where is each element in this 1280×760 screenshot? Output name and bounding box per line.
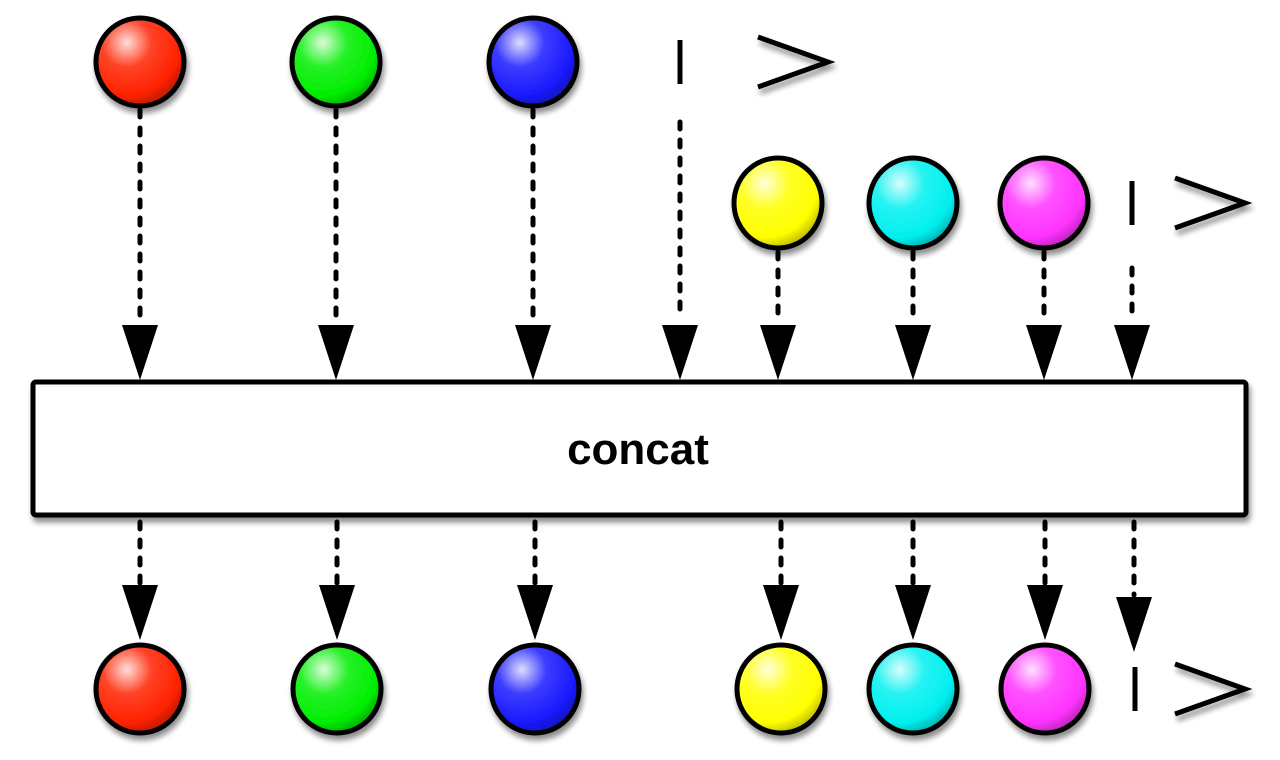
input-arrow-icon [318, 325, 354, 380]
result-marble-green [290, 642, 384, 736]
second-source-arrowhead-icon [1174, 175, 1253, 231]
input-arrow-icon [662, 325, 698, 380]
operator-label: concat [567, 425, 709, 474]
output-arrow-icon [763, 585, 799, 640]
output-arrow-icon [1027, 585, 1063, 640]
input-arrow-icon [515, 325, 551, 380]
input-arrow-icon [1026, 325, 1062, 380]
operator-box [30, 379, 1249, 518]
result-marble-magenta [998, 642, 1092, 736]
marble-yellow [731, 155, 825, 251]
result-arrowhead-icon [1174, 661, 1253, 717]
output-arrow-icon [122, 585, 158, 640]
output-arrow-icon [1116, 597, 1152, 652]
result-marble-blue [488, 642, 582, 736]
result-marble-yellow [734, 642, 828, 736]
output-arrow-icon [319, 585, 355, 640]
marble-blue [486, 15, 580, 109]
marble-cyan [866, 155, 960, 251]
output-arrow-icon [895, 585, 931, 640]
result-marble-cyan [866, 642, 960, 736]
marble-magenta [997, 155, 1091, 251]
marble-green [289, 15, 383, 109]
result-marble-red [93, 642, 187, 736]
first-source-arrowhead-icon [757, 34, 836, 90]
input-arrow-icon [122, 325, 158, 380]
input-arrow-icon [1114, 325, 1150, 380]
input-arrow-icon [895, 325, 931, 380]
input-arrow-icon [760, 325, 796, 380]
output-arrow-icon [517, 585, 553, 640]
marble-red [93, 15, 187, 109]
